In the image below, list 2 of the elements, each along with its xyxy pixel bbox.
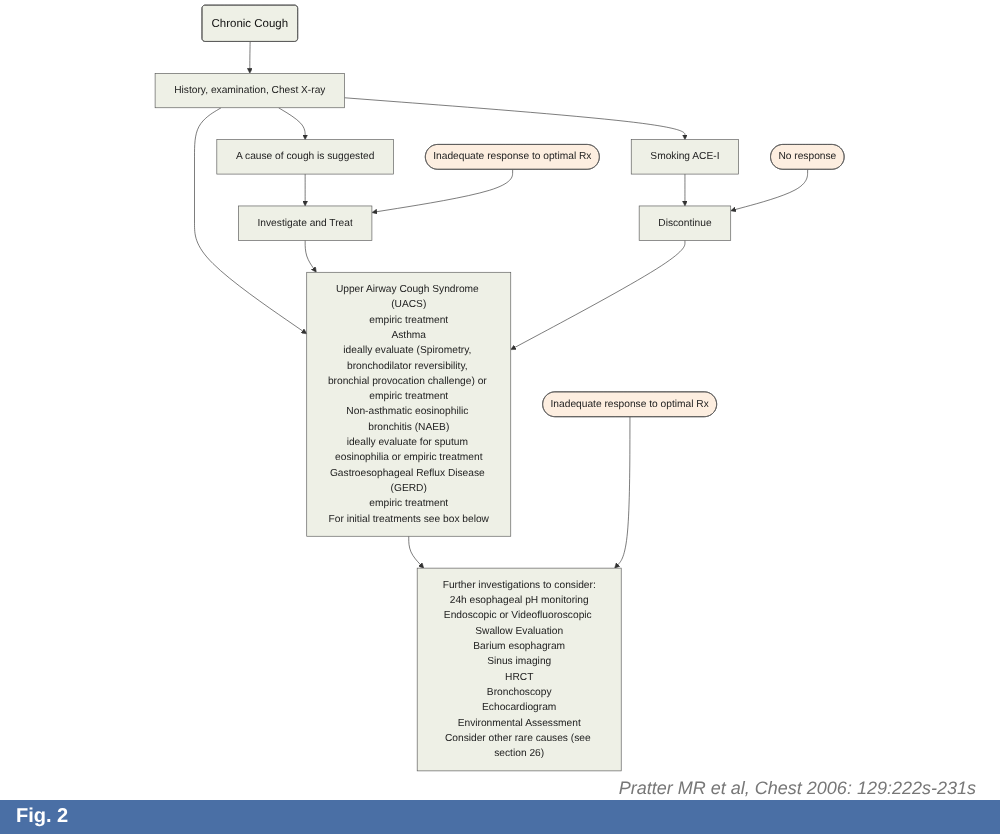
figure-label: Fig. 2 [0, 800, 1000, 834]
citation: Pratter MR et al, Chest 2006: 129:222s-231s [616, 776, 978, 800]
